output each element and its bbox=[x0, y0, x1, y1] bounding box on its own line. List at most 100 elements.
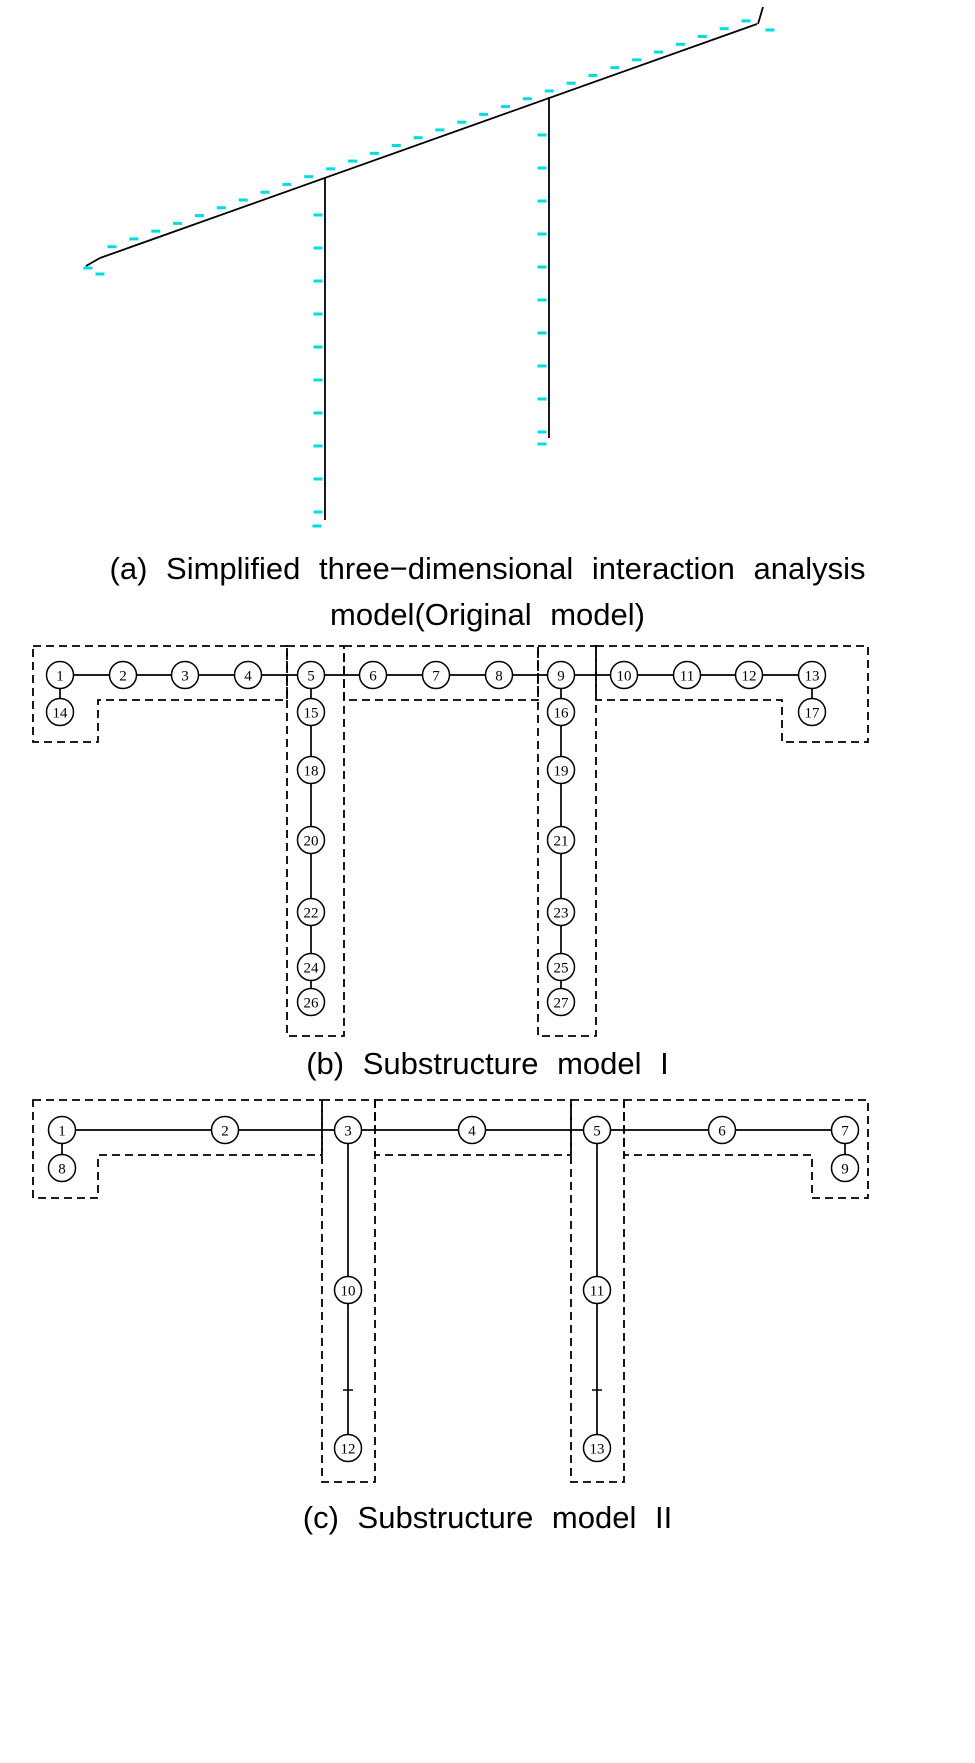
node-label: 9 bbox=[841, 1161, 849, 1177]
beam-right-end-segment bbox=[757, 6, 764, 25]
node-circle bbox=[609, 660, 639, 690]
node-label: 19 bbox=[554, 763, 569, 779]
node-label: 3 bbox=[181, 668, 189, 684]
node-circle bbox=[296, 825, 326, 855]
load-tick bbox=[537, 133, 547, 137]
node-circle bbox=[546, 660, 576, 690]
load-tick bbox=[435, 128, 445, 132]
node-label: 10 bbox=[617, 668, 632, 684]
node-label: 13 bbox=[805, 668, 820, 684]
load-tick bbox=[238, 198, 248, 202]
node-circle bbox=[582, 1115, 612, 1145]
node-label: 12 bbox=[341, 1441, 356, 1457]
node-circle bbox=[546, 697, 576, 727]
node-label: 15 bbox=[304, 705, 319, 721]
load-tick bbox=[391, 144, 401, 148]
load-tick bbox=[347, 159, 357, 163]
load-tick bbox=[654, 50, 664, 54]
node-label: 11 bbox=[590, 1283, 604, 1299]
load-tick bbox=[173, 221, 183, 225]
load-tick bbox=[83, 266, 93, 270]
node-label: 1 bbox=[58, 1123, 66, 1139]
load-tick bbox=[537, 265, 547, 269]
node-circle bbox=[707, 1115, 737, 1145]
load-tick bbox=[216, 206, 226, 210]
load-tick bbox=[632, 58, 642, 62]
node-circle bbox=[296, 952, 326, 982]
node-circle bbox=[546, 755, 576, 785]
node-circle bbox=[210, 1115, 240, 1145]
node-label: 27 bbox=[554, 995, 570, 1011]
node-label: 11 bbox=[680, 668, 694, 684]
substructure-boundary-box bbox=[374, 1099, 572, 1156]
node-circle bbox=[333, 1275, 363, 1305]
node-label: 16 bbox=[554, 705, 570, 721]
load-tick bbox=[369, 151, 379, 155]
node-label: 6 bbox=[369, 668, 377, 684]
caption-b: (b) Substructure model I bbox=[306, 1046, 669, 1081]
node-label: 2 bbox=[221, 1123, 229, 1139]
substructure-boundary-box bbox=[623, 1099, 869, 1199]
substructure-boundary-box bbox=[321, 1099, 376, 1483]
node-label: 14 bbox=[53, 705, 69, 721]
node-label: 25 bbox=[554, 960, 569, 976]
load-tick bbox=[697, 34, 707, 38]
substructure-boundary-box bbox=[32, 645, 288, 743]
caption-a-line1: (a) Simplified three−dimensional interac… bbox=[109, 551, 866, 586]
node-label: 21 bbox=[554, 833, 569, 849]
node-label: 8 bbox=[495, 668, 503, 684]
load-tick bbox=[675, 42, 685, 46]
substructure-boundary-box bbox=[32, 1099, 323, 1199]
load-tick bbox=[537, 442, 547, 446]
load-tick bbox=[129, 237, 139, 241]
load-tick bbox=[457, 120, 467, 124]
node-label: 22 bbox=[304, 905, 319, 921]
node-label: 3 bbox=[344, 1123, 352, 1139]
node-circle bbox=[296, 697, 326, 727]
node-circle bbox=[333, 1433, 363, 1463]
load-tick bbox=[537, 199, 547, 203]
node-label: 9 bbox=[557, 668, 565, 684]
substructure-boundary-box bbox=[286, 645, 345, 1037]
node-label: 26 bbox=[304, 995, 320, 1011]
node-circle bbox=[582, 1433, 612, 1463]
substructure-boundary-box bbox=[570, 1099, 625, 1483]
node-label: 8 bbox=[58, 1161, 66, 1177]
node-circle bbox=[47, 1153, 77, 1183]
node-circle bbox=[830, 1153, 860, 1183]
load-tick bbox=[282, 182, 292, 186]
node-circle bbox=[108, 660, 138, 690]
load-tick bbox=[260, 190, 270, 194]
load-tick bbox=[304, 175, 314, 179]
node-circle bbox=[45, 697, 75, 727]
load-tick bbox=[537, 364, 547, 368]
node-label: 20 bbox=[304, 833, 319, 849]
node-circle bbox=[45, 660, 75, 690]
load-tick bbox=[522, 97, 532, 101]
node-label: 4 bbox=[244, 668, 252, 684]
load-tick bbox=[537, 166, 547, 170]
caption-a: (a) Simplified three−dimensional interac… bbox=[0, 546, 975, 638]
load-tick bbox=[537, 331, 547, 335]
node-circle bbox=[233, 660, 263, 690]
node-label: 4 bbox=[468, 1123, 476, 1139]
node-label: 23 bbox=[554, 905, 569, 921]
substructure-boundary-box bbox=[343, 645, 539, 701]
load-tick bbox=[537, 298, 547, 302]
node-circle bbox=[296, 987, 326, 1017]
node-circle bbox=[546, 987, 576, 1017]
load-tick bbox=[313, 444, 323, 448]
load-tick bbox=[719, 27, 729, 31]
node-circle bbox=[296, 897, 326, 927]
load-tick bbox=[501, 105, 511, 109]
node-circle bbox=[333, 1115, 363, 1145]
node-label: 5 bbox=[593, 1123, 601, 1139]
load-tick bbox=[413, 136, 423, 140]
load-tick bbox=[313, 510, 323, 514]
load-tick bbox=[588, 73, 598, 77]
load-tick bbox=[107, 245, 117, 249]
caption-c: (c) Substructure model II bbox=[302, 1500, 673, 1535]
node-label: 17 bbox=[805, 705, 821, 721]
load-tick bbox=[537, 232, 547, 236]
